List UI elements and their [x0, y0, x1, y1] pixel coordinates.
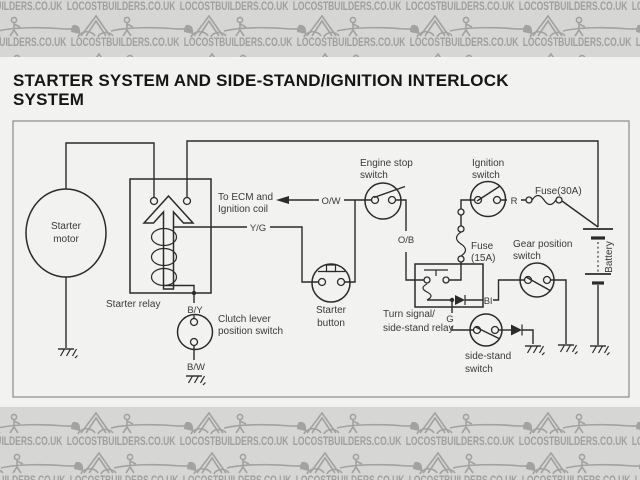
starter-button: Starter button: [311, 263, 351, 329]
label-starter-relay: Starter relay: [106, 299, 160, 310]
label-gear-switch: switch: [513, 251, 541, 262]
label-ignition-switch: switch: [472, 170, 500, 181]
fuse-30a: Fuse(30A): [525, 186, 582, 206]
ignition-switch: Ignition switch R: [469, 158, 518, 218]
label-starter-button: button: [317, 318, 345, 329]
label-engine-stop-switch: switch: [360, 170, 388, 181]
label-sidestand-relay: side-stand relay: [383, 323, 454, 334]
diagram-border: [12, 120, 630, 398]
clutch-lever-position-switch: B/Y B/W Clutch lever position switch: [176, 305, 283, 373]
watermark-text: LOCOSTBUILDERS.CO.UK: [522, 37, 632, 49]
watermark-text: LOCOSTBUILDERS.CO.UK: [292, 436, 402, 448]
watermark-text: LOCOSTBUILDERS.CO.UK: [409, 475, 518, 480]
watermark-text: LOCOSTBUILDERS.CO.UK: [179, 1, 289, 13]
watermark-text: LOCOSTBUILDERS.CO.UK: [636, 37, 640, 49]
ground-icon: [57, 348, 79, 359]
wire-label-bw: B/W: [187, 362, 205, 373]
watermark-text: LOCOSTBUILDERS.CO.UK: [66, 436, 176, 448]
battery: Battery: [583, 228, 615, 285]
ground-icon: [557, 344, 579, 355]
label-gear-switch: Gear position: [513, 239, 572, 250]
watermark-text-row: LOCOSTBUILDERS.CO.UK LOCOSTBUILDERS.CO.U…: [0, 436, 640, 448]
label-clutch-switch: Clutch lever: [218, 314, 271, 325]
ground-symbols: [57, 344, 611, 386]
fuse-15a: Fuse (15A): [455, 208, 495, 264]
label-clutch-switch: position switch: [218, 326, 283, 337]
watermark-text-row: LOCOSTBUILDERS.CO.UK LOCOSTBUILDERS.CO.U…: [0, 37, 640, 49]
label-ecm-note: Ignition coil: [218, 204, 268, 215]
watermark-text: LOCOSTBUILDERS.CO.UK: [292, 1, 402, 13]
watermark-text: LOCOSTBUILDERS.CO.UK: [66, 1, 176, 13]
wire-label-r: R: [511, 196, 518, 207]
watermark-text: LOCOSTBUILDERS.CO.UK: [296, 475, 405, 480]
relay-plunger-icon: [142, 194, 195, 290]
wire-label-ob: O/B: [398, 235, 414, 246]
wire-label-by: B/Y: [187, 305, 203, 316]
page-title-line1: STARTER SYSTEM AND SIDE-STAND/IGNITION I…: [13, 71, 509, 90]
label-sidestand-relay: Turn signal/: [383, 309, 435, 320]
diode-icon: [511, 324, 522, 336]
label-fuse-30a: Fuse(30A): [535, 186, 582, 197]
ground-icon: [524, 345, 546, 356]
watermark-text: LOCOSTBUILDERS.CO.UK: [183, 37, 293, 49]
watermark-text: LOCOSTBUILDERS.CO.UK: [70, 37, 180, 49]
watermark-text: LOCOSTBUILDERS.CO.UK: [296, 37, 406, 49]
engine-stop-switch: Engine stop switch O/B: [360, 158, 414, 246]
starter-relay: Starter relay: [106, 178, 212, 310]
starter-motor: Starter motor: [25, 188, 107, 278]
watermark-text: LOCOSTBUILDERS.CO.UK: [518, 1, 628, 13]
gear-position-switch: Gear position switch: [513, 239, 572, 298]
label-fuse-15a: (15A): [471, 253, 495, 264]
watermark-text-row: LOCOSTBUILDERS.CO.UK LOCOSTBUILDERS.CO.U…: [0, 1, 640, 13]
label-starter-motor: Starter: [51, 221, 82, 232]
watermark-banner-top: LOCOSTBUILDERS.CO.UK LOCOSTBUILDERS.CO.U…: [0, 0, 640, 57]
watermark-text: LOCOSTBUILDERS.CO.UK: [631, 1, 640, 13]
watermark-text: LOCOSTBUILDERS.CO.UK: [0, 475, 65, 480]
ground-icon: [589, 345, 611, 356]
watermark-text: LOCOSTBUILDERS.CO.UK: [183, 475, 292, 480]
wire-label-g: G: [446, 314, 453, 325]
label-ignition-switch: Ignition: [472, 158, 504, 169]
label-sidestand-switch: side-stand: [465, 351, 511, 362]
watermark-text: LOCOSTBUILDERS.CO.UK: [409, 37, 519, 49]
watermark-banner-bottom: LOCOSTBUILDERS.CO.UK LOCOSTBUILDERS.CO.U…: [0, 407, 640, 480]
wire-label-ow: O/W: [322, 196, 341, 207]
watermark-text: LOCOSTBUILDERS.CO.UK: [179, 436, 289, 448]
page-title-line2: SYSTEM: [13, 90, 85, 109]
watermark-text: LOCOSTBUILDERS.CO.UK: [631, 436, 640, 448]
ground-icon: [185, 375, 207, 386]
watermark-text-row: LOCOSTBUILDERS.CO.UK LOCOSTBUILDERS.CO.U…: [0, 475, 640, 480]
watermark-text: LOCOSTBUILDERS.CO.UK: [405, 1, 515, 13]
watermark-text: LOCOSTBUILDERS.CO.UK: [405, 436, 515, 448]
diode-icon: [455, 295, 465, 305]
watermark-text: LOCOSTBUILDERS.CO.UK: [518, 436, 628, 448]
watermark-text: LOCOSTBUILDERS.CO.UK: [70, 475, 179, 480]
wire-label-yg: Y/G: [250, 223, 266, 234]
label-fuse-15a: Fuse: [471, 241, 494, 252]
side-stand-switch: side-stand switch: [465, 313, 534, 375]
wire-label-bl: Bl: [484, 296, 492, 307]
label-ecm-note: To ECM and: [218, 192, 273, 203]
page-title: STARTER SYSTEM AND SIDE-STAND/IGNITION I…: [13, 71, 629, 109]
label-starter-motor: motor: [53, 234, 79, 245]
turn-signal-side-stand-relay: Bl G Turn signal/ side-stand relay: [383, 263, 525, 334]
watermark-text: LOCOSTBUILDERS.CO.UK: [635, 475, 640, 480]
label-starter-button: Starter: [316, 305, 347, 316]
label-sidestand-switch: switch: [465, 364, 493, 375]
label-engine-stop-switch: Engine stop: [360, 158, 413, 169]
label-battery: Battery: [604, 241, 615, 273]
watermark-text: LOCOSTBUILDERS.CO.UK: [522, 475, 631, 480]
ecm-arrow-icon: [276, 196, 289, 204]
